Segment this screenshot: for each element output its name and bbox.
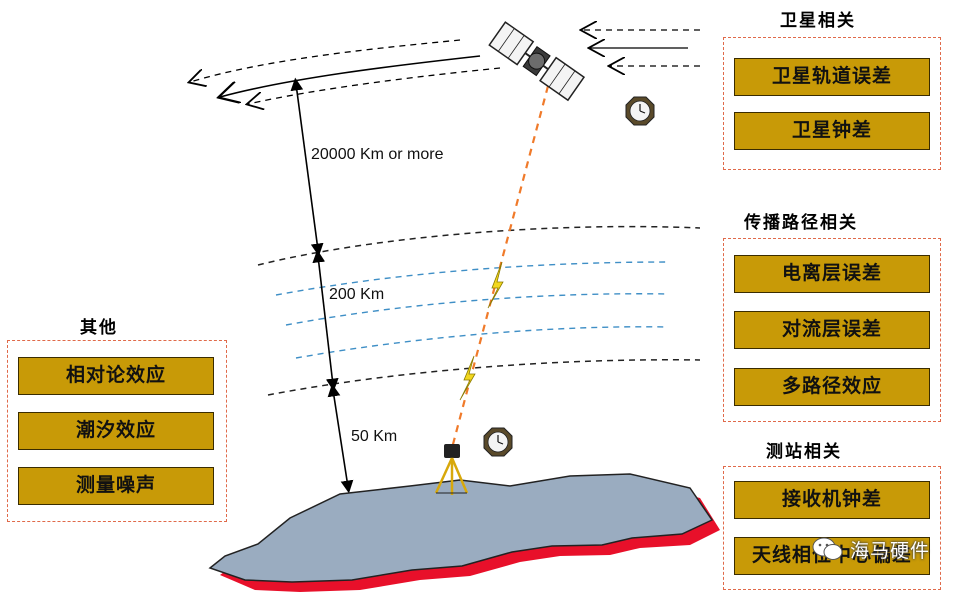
orbit-arc-solid <box>220 55 481 97</box>
propagation-group-title: 传播路径相关 <box>744 213 858 233</box>
propagation-group-box <box>723 238 941 422</box>
satellite-icon <box>488 21 586 102</box>
distance-arrows <box>290 77 354 494</box>
troposphere-distance-label: 50 Km <box>351 428 398 445</box>
relativity-effect-item: 相对论效应 <box>18 357 214 395</box>
satellite-orbit-error-item: 卫星轨道误差 <box>734 58 930 96</box>
clock-icon <box>483 427 513 457</box>
watermark: 海马硬件 <box>812 532 930 566</box>
ionosphere-line-2 <box>285 293 669 326</box>
orbit-arc-outer <box>190 39 461 82</box>
ground-surface <box>208 473 714 583</box>
receiver-clock-error-item: 接收机钟差 <box>734 481 930 519</box>
ionosphere-error-item: 电离层误差 <box>734 255 930 293</box>
incoming-arrows <box>582 30 700 66</box>
lightning-icon <box>487 261 504 309</box>
watermark-text: 海马硬件 <box>850 539 931 562</box>
satellite-group-box <box>723 37 941 170</box>
satellite-group-title: 卫星相关 <box>780 11 856 31</box>
multipath-effect-item: 多路径效应 <box>734 368 930 406</box>
ionosphere-top-boundary <box>257 225 701 266</box>
gnss-receiver-icon <box>434 444 469 495</box>
ionosphere-distance-label: 200 Km <box>329 286 385 303</box>
ionosphere-line-1 <box>275 261 669 296</box>
station-group-box <box>723 466 941 590</box>
other-group-title: 其他 <box>80 318 118 338</box>
orbit-distance-arrow <box>290 77 324 257</box>
wechat-icon <box>812 537 843 560</box>
measurement-noise-item: 测量噪声 <box>18 467 214 505</box>
satellite-clock-error-item: 卫星钟差 <box>734 112 930 150</box>
troposphere-distance-arrow <box>327 383 354 494</box>
orbit-distance-label: 20000 Km or more <box>311 146 444 163</box>
orbit-arc-inner <box>248 67 501 104</box>
other-group-box <box>7 340 227 522</box>
clock-icon <box>625 96 655 126</box>
lightning-icon <box>459 355 476 401</box>
ionosphere-line-3 <box>295 326 669 359</box>
station-group-title: 测站相关 <box>766 442 842 462</box>
ground <box>208 473 720 592</box>
orbit-arcs <box>190 39 501 104</box>
ionosphere-distance-arrow <box>312 249 339 392</box>
signal-path <box>450 85 550 449</box>
troposphere-error-item: 对流层误差 <box>734 311 930 349</box>
tidal-effect-item: 潮汐效应 <box>18 412 214 450</box>
